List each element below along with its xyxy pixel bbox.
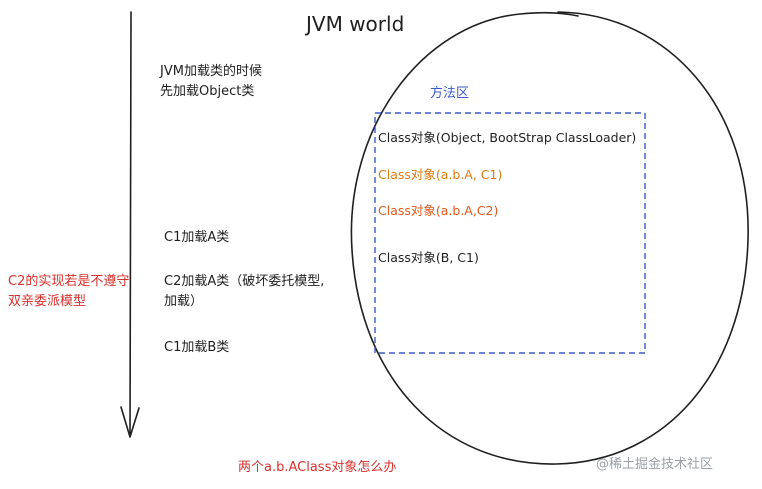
bottom-question: 两个a.b.AClass对象怎么办 xyxy=(238,460,397,475)
red-note-line1: C2的实现若是不遵守 xyxy=(8,274,130,289)
watermark: @稀土掘金技术社区 xyxy=(596,457,714,472)
red-note-line2: 双亲委派模型 xyxy=(8,294,87,309)
timeline-arrow-line xyxy=(129,11,132,437)
note-jvm-load-line2: 先加载Object类 xyxy=(160,84,255,99)
note-c2-load-a-line2: 加载） xyxy=(164,294,204,309)
method-area-entry: Class对象(a.b.A,C2) xyxy=(378,203,499,218)
method-area-label: 方法区 xyxy=(430,86,470,101)
method-area-entry: Class对象(a.b.A, C1) xyxy=(378,167,503,182)
method-area-entry: Class对象(B, C1) xyxy=(378,250,479,265)
diagram-title: JVM world xyxy=(306,12,405,36)
note-c1-load-b: C1加载B类 xyxy=(164,340,230,355)
method-area-box xyxy=(374,112,646,354)
note-c2-load-a-line1: C2加载A类（破坏委托模型, xyxy=(164,274,325,289)
timeline-arrow-head xyxy=(120,406,140,438)
jvm-world-circle xyxy=(350,11,749,465)
method-area-entry: Class对象(Object, BootStrap ClassLoader) xyxy=(378,130,637,145)
note-jvm-load-line1: JVM加载类的时候 xyxy=(160,64,262,79)
note-c1-load-a: C1加载A类 xyxy=(164,230,230,245)
